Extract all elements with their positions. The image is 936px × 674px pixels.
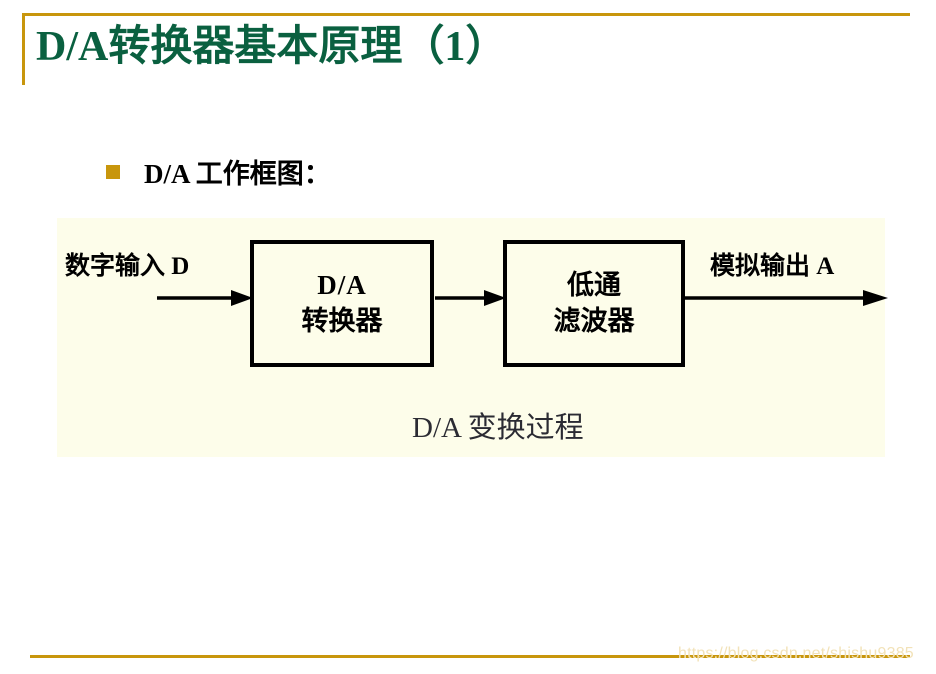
dac-block-line2: 转换器 xyxy=(301,305,383,336)
square-bullet-icon xyxy=(106,164,120,179)
footer-rule xyxy=(30,655,910,658)
lpf-block-line2: 滤波器 xyxy=(553,305,635,336)
analog-output-label: 模拟输出 A xyxy=(710,253,835,280)
source-watermark: https://blog.csdn.net/shishu9385 xyxy=(678,645,914,662)
lpf-block-line1: 低通 xyxy=(567,269,621,300)
bullet-item: D/A 工作框图： xyxy=(106,152,331,191)
lowpass-filter-block: 低通 滤波器 xyxy=(503,240,685,367)
output-arrow xyxy=(685,290,888,306)
dac-block: D/A 转换器 xyxy=(250,240,434,367)
diagram-caption: D/A 变换过程 xyxy=(412,412,584,444)
bullet-item-label: D/A 工作框图： xyxy=(144,159,331,189)
title-left-rule xyxy=(22,13,25,85)
title-top-rule xyxy=(22,13,910,16)
block-diagram-panel: 数字输入 D D/A 转换器 低通 滤波器 模拟输出 A D/A 变换过程 xyxy=(57,218,888,457)
input-arrow xyxy=(157,290,253,306)
digital-input-label: 数字输入 D xyxy=(65,253,190,280)
dac-block-line1: D/A xyxy=(317,269,367,300)
interstage-arrow xyxy=(435,290,506,306)
page-title: D/A转换器基本原理（1） xyxy=(36,24,508,70)
